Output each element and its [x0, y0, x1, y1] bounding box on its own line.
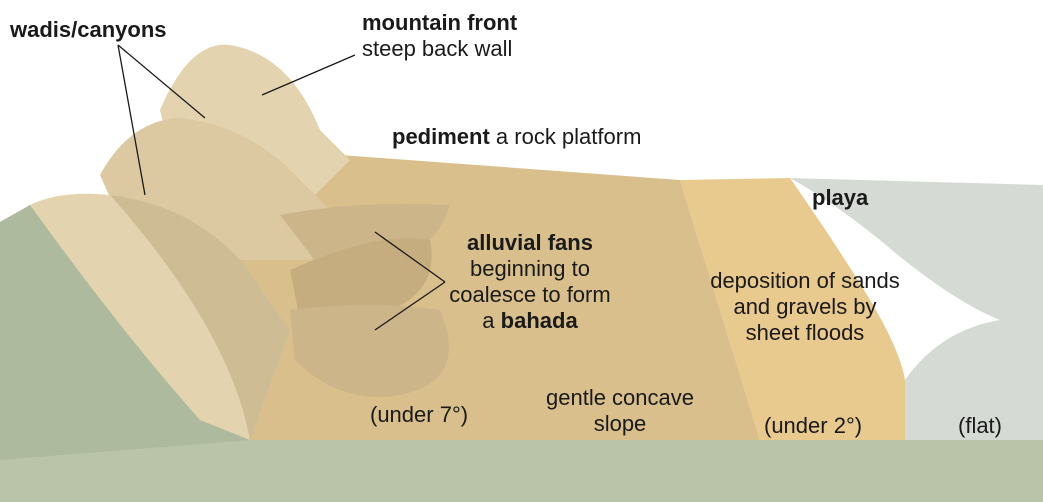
- playa-text: playa: [812, 185, 868, 210]
- label-pediment: pediment a rock platform: [392, 124, 641, 150]
- bahada-text: bahada: [501, 308, 578, 333]
- fans-line2: coalesce to form: [430, 282, 630, 308]
- wadis-text: wadis/canyons: [10, 17, 167, 42]
- fans-a: a: [482, 308, 500, 333]
- label-under-2: (under 2°): [764, 413, 862, 439]
- label-playa: playa: [812, 185, 868, 211]
- mountain-front-text: mountain front: [362, 10, 517, 35]
- label-alluvial-fans: alluvial fans beginning to coalesce to f…: [430, 230, 630, 334]
- label-flat: (flat): [958, 413, 1002, 439]
- deposition-line1: deposition of sands: [690, 268, 920, 294]
- label-gentle-slope: gentle concave slope: [530, 385, 710, 437]
- label-mountain-front: mountain front steep back wall: [362, 10, 517, 62]
- gentle-line2: slope: [530, 411, 710, 437]
- label-under-7: (under 7°): [370, 402, 468, 428]
- alluvial-fans-text: alluvial fans: [467, 230, 593, 255]
- fans-line1: beginning to: [430, 256, 630, 282]
- label-deposition: deposition of sands and gravels by sheet…: [690, 268, 920, 346]
- deposition-line3: sheet floods: [690, 320, 920, 346]
- label-wadis-canyons: wadis/canyons: [10, 17, 167, 43]
- steep-back-wall-text: steep back wall: [362, 36, 517, 62]
- pediment-desc: a rock platform: [490, 124, 642, 149]
- deposition-line2: and gravels by: [690, 294, 920, 320]
- gentle-line1: gentle concave: [530, 385, 710, 411]
- pediment-text: pediment: [392, 124, 490, 149]
